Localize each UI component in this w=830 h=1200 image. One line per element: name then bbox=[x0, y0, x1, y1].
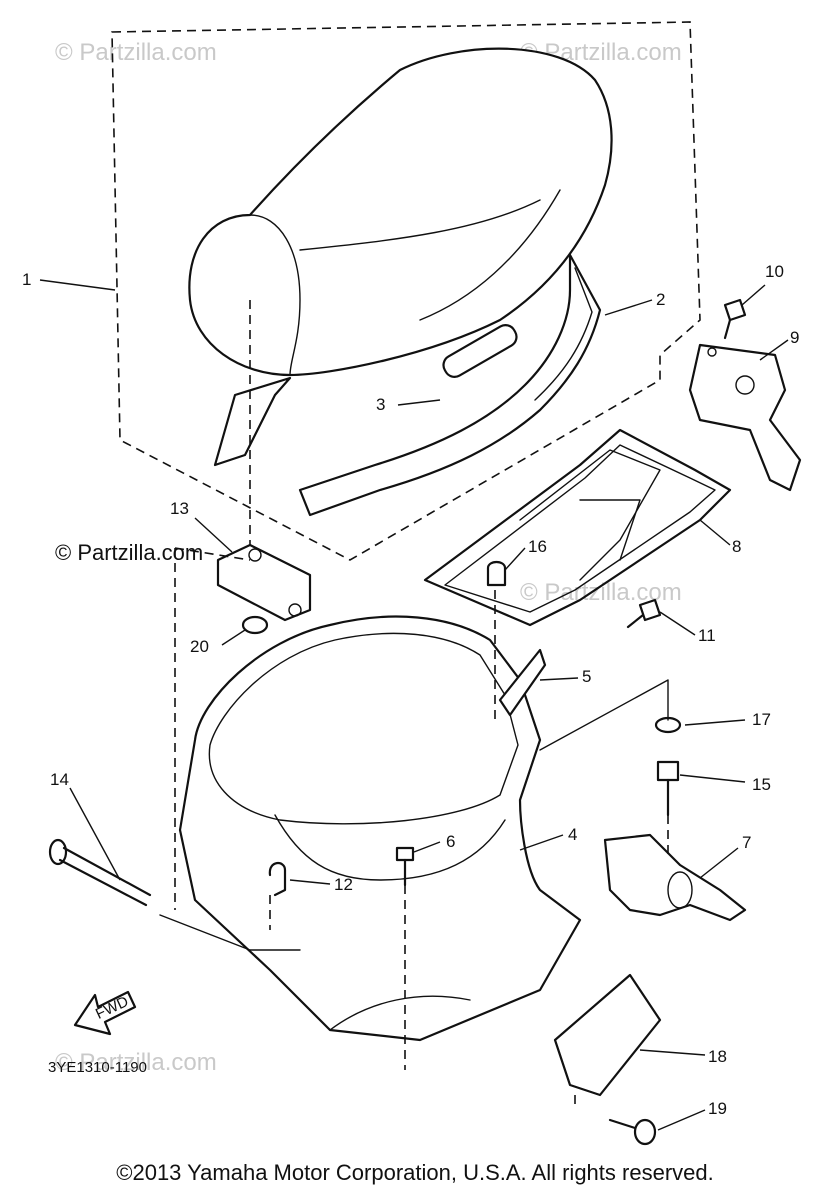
cover[interactable] bbox=[553, 973, 662, 1097]
callout-19: 19 bbox=[708, 1099, 727, 1118]
leader-line bbox=[657, 1109, 706, 1131]
callout-4: 4 bbox=[568, 825, 577, 844]
seat-base[interactable] bbox=[213, 253, 602, 517]
seat-hinge[interactable] bbox=[216, 543, 312, 622]
clip[interactable] bbox=[268, 862, 287, 897]
callout-16: 16 bbox=[528, 537, 547, 556]
leader-line bbox=[39, 279, 116, 291]
callout-5: 5 bbox=[582, 667, 591, 686]
callout-3: 3 bbox=[376, 395, 385, 414]
callout-2: 2 bbox=[656, 290, 665, 309]
leader-line bbox=[519, 834, 564, 851]
bracket[interactable] bbox=[688, 343, 802, 492]
leader-line bbox=[289, 879, 331, 885]
damper[interactable] bbox=[440, 321, 520, 380]
leader-line bbox=[699, 847, 739, 879]
storage-box[interactable] bbox=[159, 615, 582, 1042]
leader-line bbox=[679, 774, 746, 783]
watermark-dark: © Partzilla.com bbox=[55, 540, 203, 565]
bolt-11[interactable] bbox=[626, 598, 662, 629]
callout-1: 1 bbox=[22, 270, 31, 289]
callout-10: 10 bbox=[765, 262, 784, 281]
leader-line bbox=[539, 677, 579, 681]
bolt-10[interactable] bbox=[723, 298, 747, 340]
leader-line bbox=[397, 399, 441, 406]
leader-line bbox=[684, 719, 746, 726]
screw-6[interactable] bbox=[395, 846, 415, 887]
nut-16[interactable] bbox=[486, 560, 507, 587]
callout-20: 20 bbox=[190, 637, 209, 656]
callout-11: 11 bbox=[698, 626, 716, 645]
callout-18: 18 bbox=[708, 1047, 727, 1066]
seat-lock[interactable] bbox=[603, 833, 747, 922]
seat-frame-guide[interactable] bbox=[423, 428, 732, 627]
leader-line bbox=[741, 284, 766, 306]
leader-line bbox=[604, 299, 653, 316]
leader-line bbox=[759, 339, 789, 361]
callout-15: 15 bbox=[752, 775, 771, 794]
leader-line bbox=[221, 629, 246, 646]
nut-20[interactable] bbox=[241, 615, 269, 635]
callout-12: 12 bbox=[334, 875, 353, 894]
watermark: © Partzilla.com bbox=[520, 579, 682, 606]
seat[interactable] bbox=[188, 47, 613, 377]
leader-line bbox=[659, 611, 696, 636]
callout-7: 7 bbox=[742, 833, 751, 852]
leader-line bbox=[639, 1049, 706, 1056]
callout-13: 13 bbox=[170, 499, 189, 518]
watermark: © Partzilla.com bbox=[55, 39, 217, 66]
copyright-footer: ©2013 Yamaha Motor Corporation, U.S.A. A… bbox=[116, 1160, 714, 1185]
watermark: © Partzilla.com bbox=[55, 1049, 217, 1076]
leader-line bbox=[504, 547, 526, 571]
lock-lever[interactable] bbox=[498, 648, 547, 717]
bolt-15[interactable] bbox=[656, 760, 680, 817]
callout-8: 8 bbox=[732, 537, 741, 556]
dashed-line bbox=[174, 547, 251, 561]
leader-line bbox=[699, 519, 731, 546]
leader-line bbox=[413, 841, 441, 853]
fwd-arrow-icon: FWD bbox=[73, 990, 137, 1036]
screw-19[interactable] bbox=[608, 1118, 657, 1146]
callout-9: 9 bbox=[790, 328, 799, 347]
drawing-code: 3YE1310-1190 bbox=[48, 1059, 147, 1076]
callout-14: 14 bbox=[50, 770, 69, 789]
leader-line bbox=[194, 517, 233, 553]
hinge-pin[interactable] bbox=[48, 838, 152, 907]
leader-line bbox=[69, 787, 121, 881]
callout-6: 6 bbox=[446, 832, 455, 851]
callout-17: 17 bbox=[752, 710, 771, 729]
dashed-line bbox=[539, 679, 669, 751]
